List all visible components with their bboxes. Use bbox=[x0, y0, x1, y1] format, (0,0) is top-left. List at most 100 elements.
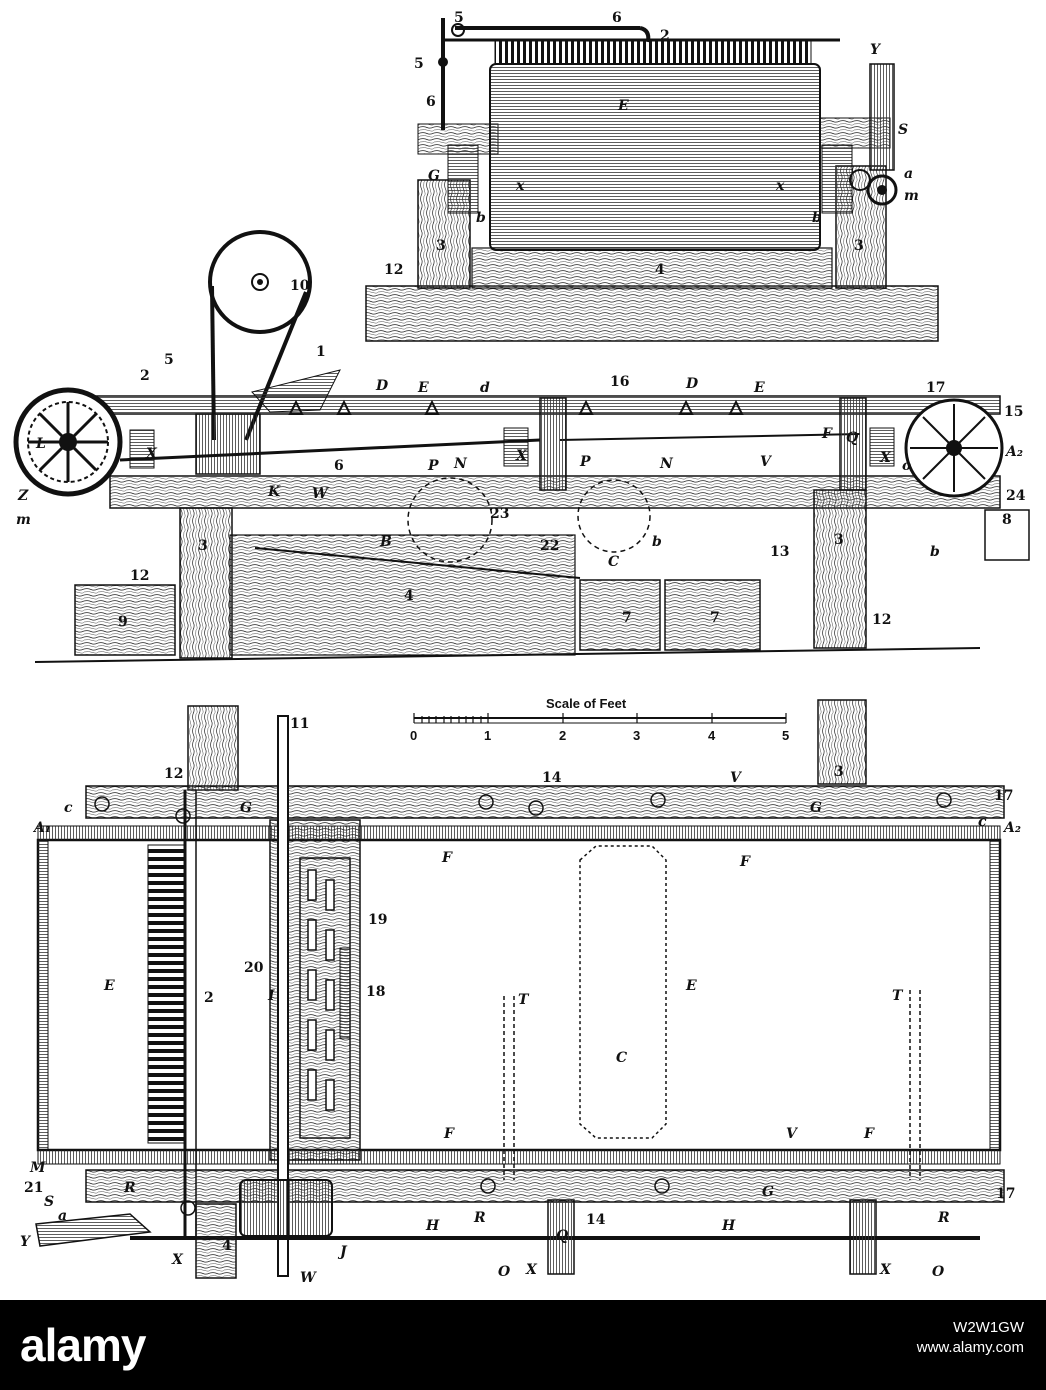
label-mid-E2: E bbox=[753, 380, 765, 396]
label-bot-E1: E bbox=[103, 978, 115, 994]
site-url: www.alamy.com bbox=[916, 1339, 1024, 1357]
scale-tick-4: 4 bbox=[708, 728, 716, 743]
belt-plan bbox=[36, 838, 1002, 1152]
image-id: W2W1GW bbox=[953, 1319, 1024, 1336]
label-top-G: G bbox=[428, 168, 440, 184]
label-mid-X1: X bbox=[145, 446, 158, 462]
label-bot-M: M bbox=[29, 1160, 46, 1176]
scale-title: Scale of Feet bbox=[546, 696, 627, 711]
label-bot-X1: X bbox=[171, 1252, 184, 1268]
label-top-2: 2 bbox=[660, 28, 670, 44]
label-bot-4: 4 bbox=[222, 1238, 232, 1254]
label-mid-b1: b bbox=[652, 534, 662, 550]
label-mid-L: L bbox=[35, 436, 46, 452]
bucket bbox=[984, 509, 1030, 561]
label-mid-V: V bbox=[760, 454, 773, 470]
label-mid-D1: D bbox=[375, 378, 389, 394]
label-top-Y: Y bbox=[870, 42, 882, 58]
label-mid-23: 23 bbox=[490, 506, 509, 522]
label-bot-21: 21 bbox=[24, 1180, 43, 1196]
label-top-S: S bbox=[898, 122, 908, 138]
label-bot-E2: E bbox=[685, 978, 697, 994]
gear-wheel bbox=[869, 63, 895, 171]
stock-info: W2W1GW www.alamy.com bbox=[917, 1318, 1024, 1359]
label-mid-P1: P bbox=[427, 458, 439, 474]
label-bot-a: a bbox=[58, 1208, 67, 1224]
rail-bottom bbox=[85, 1169, 1005, 1203]
drum bbox=[489, 63, 821, 251]
label-bot-F2: F bbox=[739, 854, 751, 870]
label-bot-R2: R bbox=[473, 1210, 486, 1226]
label-bot-c1: c bbox=[64, 800, 73, 816]
label-mid-9: 9 bbox=[118, 614, 128, 630]
label-bot-T1: T bbox=[518, 992, 530, 1008]
label-bot-11: 11 bbox=[290, 716, 309, 732]
label-top-3r: 3 bbox=[854, 238, 864, 254]
label-top-6: 6 bbox=[612, 10, 622, 26]
box-9 bbox=[74, 584, 176, 656]
label-bot-H2: H bbox=[721, 1218, 736, 1234]
box-7b bbox=[664, 579, 761, 651]
label-mid-5: 5 bbox=[164, 352, 174, 368]
label-top-12: 12 bbox=[384, 262, 403, 278]
label-mid-X3: X bbox=[879, 450, 892, 466]
engraving-diagram: 5 5 6 2 6 E Y S G a m b b 3 3 12 4 x x bbox=[13, 10, 1030, 1286]
label-bot-X2: X bbox=[525, 1262, 538, 1278]
label-top-m: m bbox=[904, 188, 919, 204]
label-bot-14a: 14 bbox=[542, 770, 562, 786]
plan-view: Scale of Feet 0 1 2 3 4 5 bbox=[20, 696, 1021, 1286]
label-mid-F: F bbox=[821, 426, 833, 442]
label-mid-N2: N bbox=[659, 456, 674, 472]
label-bot-O1: O bbox=[498, 1264, 511, 1280]
alamy-logo: alamy bbox=[20, 1319, 146, 1371]
side-elevation: 10 1 5 2 D E d 16 D E 17 15 A₂ F Q V o L… bbox=[13, 230, 1030, 663]
leg-right bbox=[813, 489, 867, 649]
label-top-5a: 5 bbox=[454, 10, 464, 26]
stock-footer: alamy W2W1GW www.alamy.com bbox=[0, 1300, 1046, 1390]
label-mid-o: o bbox=[902, 458, 911, 474]
label-mid-m: m bbox=[16, 512, 31, 528]
label-bot-3: 3 bbox=[834, 764, 844, 780]
label-mid-7b: 7 bbox=[710, 610, 720, 626]
label-bot-S: S bbox=[44, 1194, 54, 1210]
label-mid-22: 22 bbox=[540, 538, 559, 554]
label-top-6b: 6 bbox=[426, 94, 436, 110]
scale-tick-3: 3 bbox=[633, 728, 640, 743]
drum-plan bbox=[239, 1179, 333, 1237]
label-bot-17b: 17 bbox=[996, 1186, 1015, 1202]
leg-left bbox=[179, 507, 233, 659]
label-mid-4: 4 bbox=[404, 588, 414, 604]
label-bot-F3: F bbox=[443, 1126, 455, 1142]
label-mid-Z: Z bbox=[17, 488, 29, 504]
label-bot-14b: 14 bbox=[586, 1212, 606, 1228]
card-teeth bbox=[494, 39, 812, 65]
label-mid-17: 17 bbox=[926, 380, 945, 396]
label-bot-H1: H bbox=[425, 1218, 440, 1234]
label-bot-R3: R bbox=[937, 1210, 950, 1226]
label-mid-W: W bbox=[312, 486, 329, 502]
bearing-block-right bbox=[821, 144, 853, 214]
scale-tick-0: 0 bbox=[410, 728, 417, 743]
bearing-block-left bbox=[447, 144, 479, 214]
base-plank bbox=[365, 285, 939, 342]
label-top-E: E bbox=[617, 98, 629, 114]
label-mid-15: 15 bbox=[1004, 404, 1023, 420]
label-top-a: a bbox=[904, 166, 913, 182]
label-bot-R1: R bbox=[123, 1180, 136, 1196]
hub-f bbox=[195, 413, 261, 475]
label-mid-b2: b bbox=[930, 544, 940, 560]
label-mid-3b: 3 bbox=[834, 532, 844, 548]
label-mid-P2: P bbox=[579, 454, 591, 470]
label-mid-3a: 3 bbox=[198, 538, 208, 554]
scale-tick-1: 1 bbox=[484, 728, 491, 743]
teeth-comb bbox=[147, 844, 185, 1144]
rail-top bbox=[85, 785, 1005, 819]
end-elevation: 5 5 6 2 6 E Y S G a m b b 3 3 12 4 x x bbox=[365, 10, 939, 342]
label-bot-A1: A₁ bbox=[32, 820, 51, 836]
label-bot-F4: F bbox=[863, 1126, 875, 1142]
box-7a bbox=[579, 579, 661, 651]
label-mid-X2: X bbox=[515, 448, 528, 464]
label-bot-19: 19 bbox=[368, 912, 387, 928]
label-mid-D2: D bbox=[685, 376, 699, 392]
label-mid-d: d bbox=[480, 380, 490, 396]
